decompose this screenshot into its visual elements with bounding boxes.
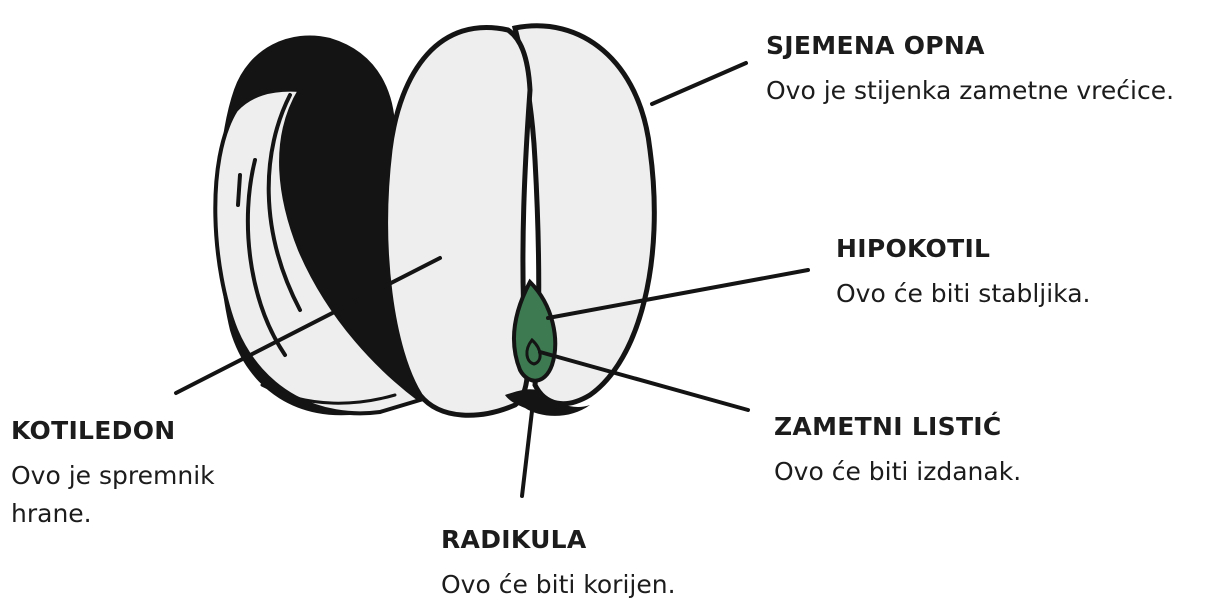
label-radicle-title: RADIKULA <box>441 527 676 552</box>
label-seed-coat-description: Ovo je stijenka zametne vrećice. <box>766 72 1174 110</box>
left-cotyledon <box>386 28 530 416</box>
label-plumule: ZAMETNI LISTIĆ Ovo će biti izdanak. <box>774 414 1021 491</box>
label-cotyledon-description: Ovo je spremnik hrane. <box>11 457 251 533</box>
shell-line <box>238 175 240 205</box>
label-seed-coat-title: SJEMENA OPNA <box>766 33 1174 58</box>
label-radicle-description: Ovo će biti korijen. <box>441 566 676 604</box>
label-plumule-title: ZAMETNI LISTIĆ <box>774 414 1021 439</box>
label-hypocotyl-title: HIPOKOTIL <box>836 236 1090 261</box>
leader-seed-coat <box>652 63 746 104</box>
label-radicle: RADIKULA Ovo će biti korijen. <box>441 527 676 604</box>
label-cotyledon-title: KOTILEDON <box>11 418 251 443</box>
label-hypocotyl-description: Ovo će biti stabljika. <box>836 275 1090 313</box>
label-plumule-description: Ovo će biti izdanak. <box>774 453 1021 491</box>
label-hypocotyl: HIPOKOTIL Ovo će biti stabljika. <box>836 236 1090 313</box>
label-seed-coat: SJEMENA OPNA Ovo je stijenka zametne vre… <box>766 33 1174 110</box>
label-cotyledon: KOTILEDON Ovo je spremnik hrane. <box>11 418 251 533</box>
